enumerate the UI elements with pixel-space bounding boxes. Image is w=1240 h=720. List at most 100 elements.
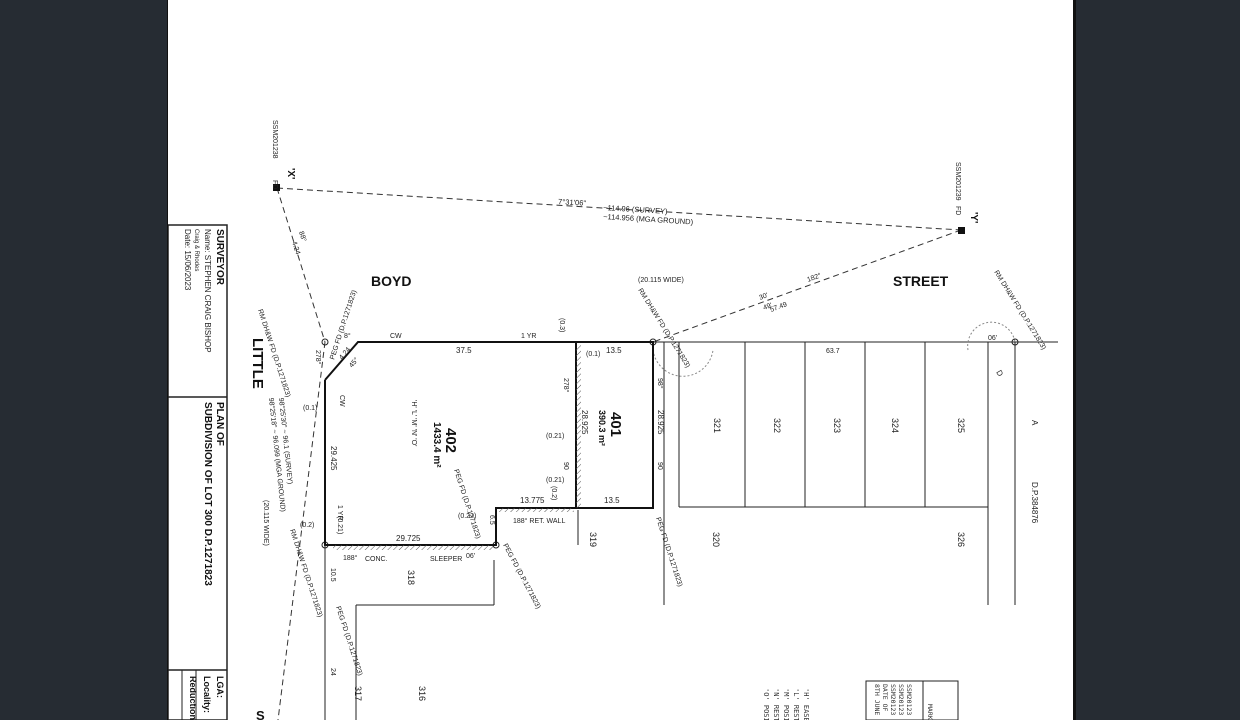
offset-01-top: (0.1) [586, 351, 600, 358]
offset-03: (0.3) [558, 318, 565, 332]
lot-321: 321 [712, 418, 722, 433]
mark-y-fd: FD [954, 206, 961, 215]
rm-dhw-low: RM DH&W FD (D.P.1271823) [288, 528, 323, 618]
mark-x-label: 'X' [285, 168, 296, 179]
road-10-5: 10.5 [329, 568, 336, 582]
offset-02: (0.2) [300, 522, 314, 529]
peg-fd-right: PEG FD (D.P.1271823) [654, 516, 683, 587]
offset-022: (0.22) [458, 513, 476, 520]
peg-fd-low: PEG FD (D.P.1271823) [501, 543, 541, 610]
offset-021-a: (0.21) [546, 433, 564, 440]
lot-324: 324 [890, 418, 900, 433]
surveyor-firm: Craig & Rhodes [193, 229, 199, 271]
lot-323: 323 [832, 418, 842, 433]
marks-table-row3: SSM20123 [889, 684, 897, 715]
lot-326: 326 [956, 532, 966, 547]
lot-401-area: 390.3 m² [597, 410, 607, 446]
dim-bottom-402: 29.725 [396, 534, 421, 543]
marks-table-row1: SSM20123 [905, 684, 913, 715]
dim-top-402: 37.5 [456, 346, 472, 355]
reduction-label: Reduction [188, 676, 198, 720]
letter-a: A [1030, 420, 1039, 426]
legend-m: 'M' POSI [782, 688, 790, 720]
plan-title: SUBDIVISION OF LOT 300 D.P.1271823 [202, 402, 213, 586]
lot-322: 322 [772, 418, 782, 433]
xy-distance-mga: ~114.956 (MGA GROUND) [603, 212, 694, 227]
lot-402: 402 1433.4 m² 'H' 'L' 'M' 'N' 'O' [324, 341, 577, 546]
street-label-little: LITTLE [249, 338, 266, 389]
lot-325: 325 [956, 418, 966, 433]
offset-01-left: (0.1) [303, 405, 317, 412]
plan-heading: PLAN OF [214, 402, 225, 446]
locality-label: Locality: [202, 676, 212, 713]
dim-right-401: 28.925 [656, 410, 665, 435]
surveyor-heading: SURVEYOR [214, 229, 225, 286]
brg-90-low: 06' [466, 553, 475, 560]
legend-h: 'H' EASE [802, 688, 810, 720]
mark-y-label: 'Y' [968, 212, 979, 223]
lot-401: 401 390.3 m² [576, 341, 654, 509]
peg-fd-mid: PEG FD (D.P.1271823) [452, 468, 481, 539]
dim-bottom-inner: 13.775 [520, 496, 545, 505]
brg-30: 30' [758, 292, 769, 302]
dim-mid-401: 13.5 [604, 496, 620, 505]
mark-y-symbol [958, 227, 965, 234]
xy-bearing: 7°31'06" [558, 197, 587, 208]
legend-n: 'N' REST [772, 688, 780, 720]
lot-402-area: 1433.4 m² [431, 422, 442, 468]
lga-label: LGA: [215, 676, 225, 698]
ret-wall: 188° RET. WALL [513, 517, 565, 525]
road-24: 24 [329, 668, 336, 676]
lot-320: 320 [711, 532, 721, 547]
lot-319: 319 [588, 532, 598, 547]
brg-right: 90 [656, 462, 663, 470]
one-yr-top: 1 YR [521, 333, 536, 340]
dim-corner: 4.24 [290, 240, 301, 255]
brg-49: 49' [762, 302, 773, 312]
survey-plan-drawing: SURVEYOR Name: STEPHEN CRAIG BISHOP Crai… [168, 120, 1058, 720]
plan-sheet: SURVEYOR Name: STEPHEN CRAIG BISHOP Crai… [167, 0, 1076, 720]
title-block: SURVEYOR Name: STEPHEN CRAIG BISHOP Crai… [168, 224, 228, 720]
restrictions-legend: 'H' EASE 'L' REST 'M' POSI 'N' REST 'O' … [762, 688, 810, 720]
mark-x-fd: FD [271, 180, 278, 189]
offset-02-b: (0.2) [550, 486, 557, 500]
plan-annotations: CW CW 1 YR 1 YR 188° RET. WALL CONC. SLE… [256, 269, 1047, 676]
sleeper-label: SLEEPER [430, 556, 462, 563]
mark-y-id: SSM201239 [954, 162, 961, 201]
dim-left-402: 29.425 [329, 446, 338, 471]
lot-402-number: 402 [442, 428, 459, 453]
legend-l: 'L' REST [792, 688, 800, 720]
marks-table-row5: 8TH JUNE [873, 684, 881, 715]
dim-6-5: 6.5 [488, 515, 495, 525]
offset-021-c: (0.21) [336, 516, 343, 534]
road-90: 06' [988, 335, 997, 342]
one-yr-left: 1 YR [336, 505, 343, 520]
dim-corner-deg: 45° [347, 356, 360, 369]
lot-401-number: 401 [607, 412, 624, 437]
plan-date: Date: 15/06/2023 [183, 229, 192, 291]
brg-278-left: 278° [314, 350, 322, 365]
marks-table-row4: DATE OF [881, 684, 889, 711]
brg-278: 278° [562, 378, 570, 393]
xy-distance-survey: ~114.96 (SURVEY) [603, 203, 668, 216]
marks-table-heading: MARK [926, 704, 934, 720]
rm-dhw-right: RM DH&W FD (D.P.1271823) [992, 269, 1047, 351]
peg-fd-left: PEG FD (D.P.1271823) [334, 605, 363, 676]
dp-ref: D.P.384876 [1030, 482, 1039, 524]
surveyor-name: Name: STEPHEN CRAIG BISHOP [203, 229, 212, 353]
marks-table-row2: SSM20123 [897, 684, 905, 715]
letter-d: D [994, 369, 1005, 379]
street-letter-s: S [256, 708, 265, 720]
mark-x-symbol [273, 184, 280, 191]
dim-88-deg: 88° [297, 230, 308, 243]
brg-182: 182° [806, 271, 823, 284]
dim-top-401: 13.5 [606, 346, 622, 355]
cw-left: CW [338, 395, 345, 407]
conc-label: CONC. [365, 556, 388, 563]
road-63-7: 63.7 [826, 348, 840, 355]
dim-corner-45: 4.24 [338, 346, 352, 361]
cw-top: CW [390, 333, 402, 340]
offset-021-b: (0.21) [546, 477, 564, 484]
lot-318: 318 [406, 570, 416, 585]
